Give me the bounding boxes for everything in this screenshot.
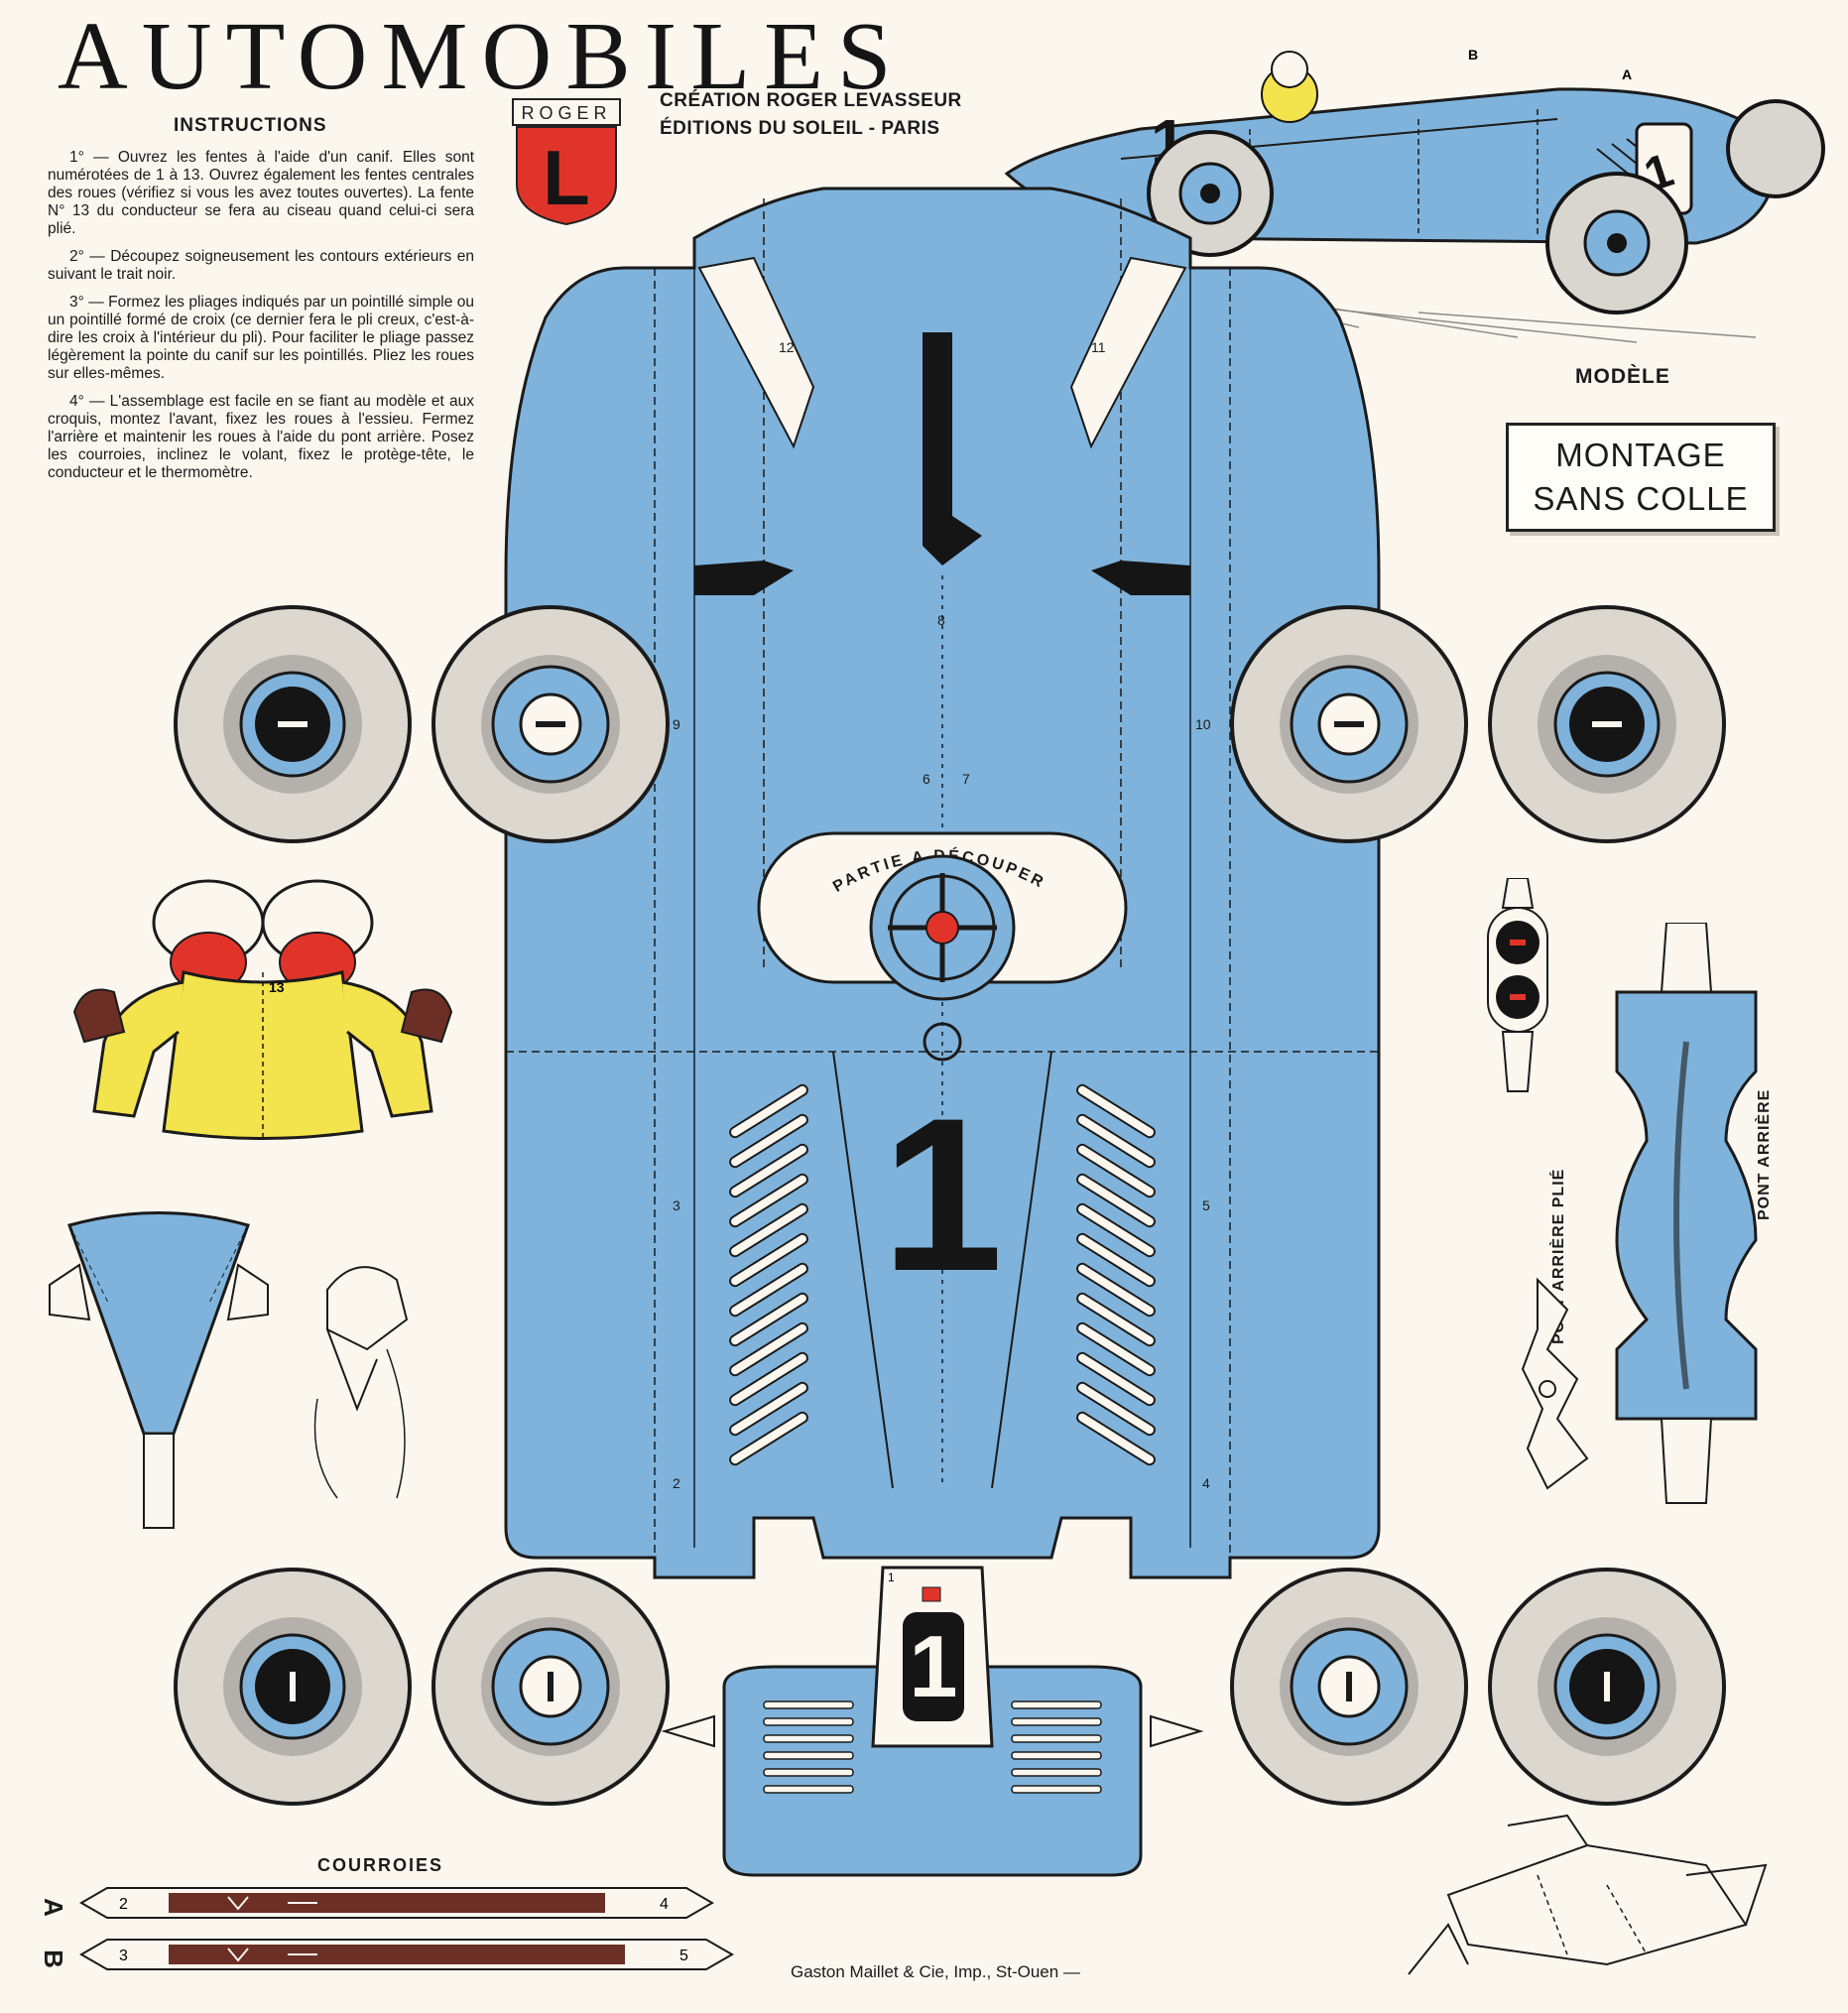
- instructions-heading: INSTRUCTIONS: [174, 115, 327, 136]
- wheel: [431, 605, 670, 843]
- wheels-bottom-left: [174, 1568, 670, 1806]
- belt-a-letter: A: [38, 1898, 68, 1917]
- courroies-label: COURROIES: [317, 1855, 444, 1875]
- car-body-cutout: 1 PARTIE A DÉCOUPER: [504, 187, 1381, 1579]
- model-spare-wheel: [1726, 99, 1825, 198]
- slot-number-1: 1: [888, 1571, 895, 1584]
- body-big-number: 1: [882, 1072, 1003, 1317]
- logo-letter: L: [543, 134, 590, 221]
- credit-creation: CRÉATION ROGER LEVASSEUR: [660, 90, 962, 111]
- slot-number-2: 2: [673, 1475, 680, 1491]
- model-front-wheel: [1147, 130, 1274, 257]
- slot-number-5: 5: [1202, 1197, 1210, 1213]
- slot-number-7: 7: [962, 771, 970, 787]
- wheel: [1488, 1568, 1726, 1806]
- radiator-grille-right: [1011, 1700, 1102, 1794]
- montage-line-1: MONTAGE: [1555, 437, 1726, 473]
- slot-number-13: 13: [269, 979, 285, 995]
- montage-line-2: SANS COLLE: [1533, 480, 1749, 517]
- instruction-step-4: 4° — L'assemblage est facile en se fiant…: [48, 393, 474, 481]
- instruction-step-2: 2° — Découpez soigneusement les contours…: [48, 248, 474, 283]
- model-rear-wheel: [1545, 172, 1688, 315]
- instruction-step-1: 1° — Ouvrez les fentes à l'aide d'un can…: [48, 149, 474, 237]
- belt-b: 3 5: [79, 1939, 734, 1970]
- assembly-sketch: [313, 1266, 409, 1499]
- slot-number-6: 6: [923, 771, 930, 787]
- slot-numbers: 2 3 4 5 6 7 8 9 10 11 12: [673, 339, 1211, 1491]
- belt-a: 2 4: [79, 1887, 714, 1919]
- printer-credit: Gaston Maillet & Cie, Imp., St-Ouen —: [791, 1962, 1080, 1981]
- radiator-section: 1 1: [661, 1566, 1204, 1877]
- slot-number-8: 8: [937, 612, 945, 628]
- louvers-right: [1076, 1083, 1156, 1466]
- modele-label: MODÈLE: [1575, 365, 1670, 388]
- page-title: AUTOMOBILES: [58, 3, 906, 110]
- pont-arriere-label: PONT ARRIÈRE: [1756, 1088, 1773, 1220]
- wheels-top-left: [174, 605, 670, 843]
- assembly-sketch-bottom: [1408, 1814, 1768, 1975]
- credit-publisher: ÉDITIONS DU SOLEIL - PARIS: [660, 118, 940, 139]
- driver-cutout: 13: [72, 879, 453, 1141]
- montage-sans-colle-box: MONTAGE SANS COLLE: [1506, 423, 1776, 532]
- slot-number-11: 11: [1091, 339, 1106, 355]
- pont-arriere-part: [1615, 923, 1758, 1504]
- roger-l-logo: ROGER L: [512, 98, 621, 226]
- thermometer-part: [1487, 878, 1548, 1092]
- wheel: [174, 605, 412, 843]
- slot-number-4: 4: [1202, 1475, 1210, 1491]
- pont-arriere-plie-sketch: [1521, 1277, 1589, 1490]
- nose-number: 1: [910, 1617, 958, 1715]
- radiator-grille-left: [763, 1700, 854, 1794]
- credits: CRÉATION ROGER LEVASSEUR ÉDITIONS DU SOL…: [660, 87, 962, 143]
- slot-number-10: 10: [1195, 716, 1211, 732]
- belt-a-right-number: 4: [660, 1896, 669, 1913]
- wheels-top-right: [1230, 605, 1726, 843]
- belt-b-right-number: 5: [679, 1948, 688, 1964]
- instruction-step-3: 3° — Formez les pliages indiqués par un …: [48, 294, 474, 382]
- slot-number-9: 9: [673, 716, 680, 732]
- louvers-left: [729, 1083, 808, 1466]
- wheels-bottom-right: [1230, 1568, 1726, 1806]
- belt-b-left-number: 3: [119, 1948, 128, 1964]
- belt-a-left-number: 2: [119, 1896, 128, 1913]
- wheel: [431, 1568, 670, 1806]
- fan-part: [49, 1211, 269, 1529]
- marker-a: A: [1622, 66, 1632, 82]
- instructions-text: 1° — Ouvrez les fentes à l'aide d'un can…: [48, 149, 474, 492]
- wheel: [1488, 605, 1726, 843]
- slot-number-3: 3: [673, 1197, 680, 1213]
- marker-b: B: [1468, 47, 1478, 63]
- wheel: [1230, 1568, 1468, 1806]
- model-car-illustration: 1 1 B A: [1004, 47, 1825, 343]
- steering-wheel-panel: PARTIE A DÉCOUPER: [757, 831, 1128, 1001]
- slot-number-12: 12: [779, 339, 795, 355]
- belt-b-letter: B: [38, 1950, 68, 1968]
- logo-top-text: ROGER: [521, 103, 611, 123]
- wheel: [174, 1568, 412, 1806]
- wheel: [1230, 605, 1468, 843]
